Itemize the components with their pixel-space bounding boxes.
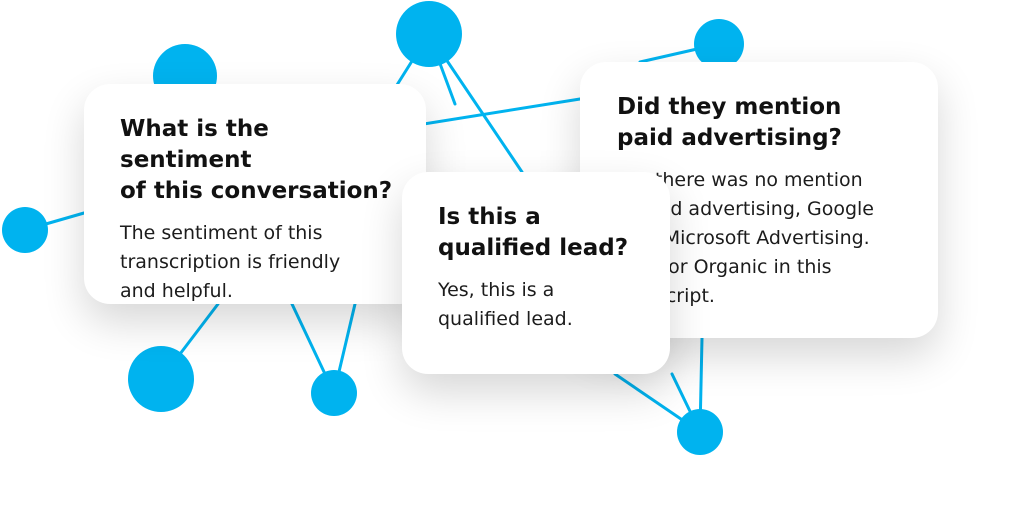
card-lead-answer: Yes, this is a qualified lead. xyxy=(438,279,573,330)
card-sentiment-answer: The sentiment of this transcription is f… xyxy=(120,222,341,302)
card-sentiment: What is the sentiment of this conversati… xyxy=(84,84,426,304)
card-lead-question: Is this a qualified lead? xyxy=(438,204,629,261)
network-nodes xyxy=(2,1,744,455)
card-advertising-question: Did they mention paid advertising? xyxy=(617,94,842,151)
card-sentiment-question: What is the sentiment of this conversati… xyxy=(120,116,393,204)
card-lead: Is this a qualified lead? Yes, this is a… xyxy=(402,172,670,374)
network-node xyxy=(311,370,357,416)
network-node xyxy=(2,207,48,253)
network-node xyxy=(677,409,723,455)
network-node xyxy=(694,19,744,69)
network-node xyxy=(128,346,194,412)
network-edge xyxy=(403,97,582,129)
network-node xyxy=(396,1,462,67)
